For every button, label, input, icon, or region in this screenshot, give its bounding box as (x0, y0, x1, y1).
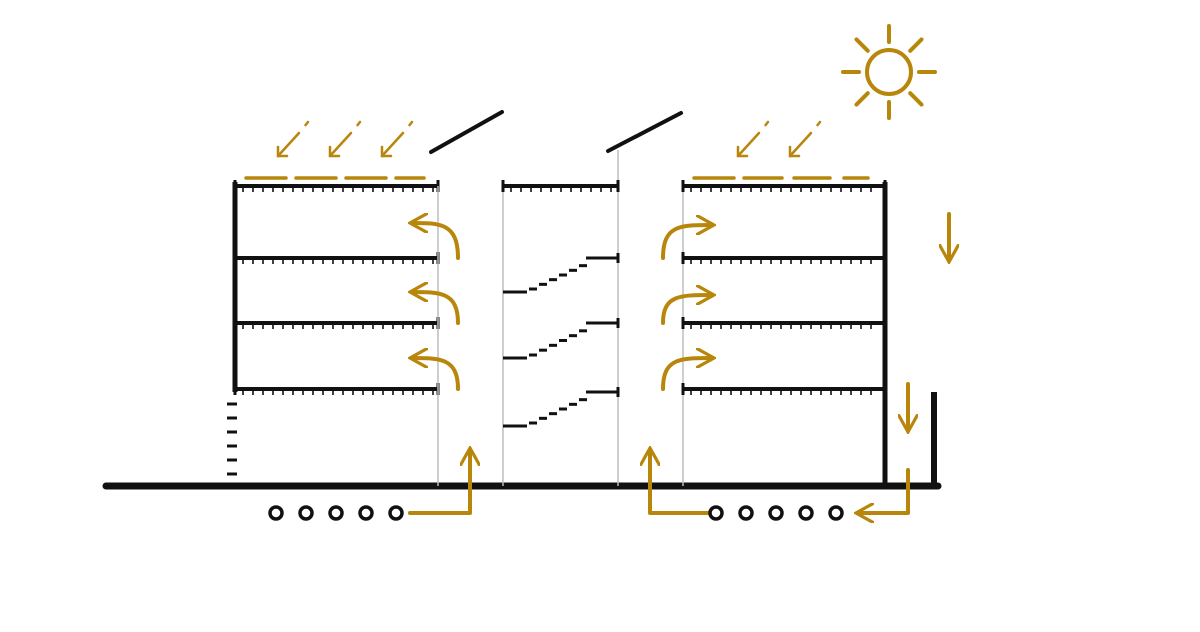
left-floor-air-arrow (412, 358, 460, 391)
left-building (227, 180, 440, 486)
right-building-floors (681, 180, 887, 395)
rain-drop-arrow (380, 120, 414, 158)
rain-streak (328, 131, 353, 158)
right-floor-air-arrow (661, 295, 712, 325)
atrium-top (501, 180, 620, 192)
pipe-circle (738, 505, 754, 521)
right-floor-air-arrow (661, 358, 712, 391)
pipe-circle (388, 505, 404, 521)
right-building (681, 180, 888, 486)
stair-icon (503, 253, 620, 428)
intake-air-arrow (408, 450, 470, 515)
louver-panel-icon (429, 110, 504, 154)
stair-flight (503, 387, 620, 428)
left-building-floors (233, 180, 440, 395)
right-floor-4 (681, 383, 887, 395)
sun-ray (908, 37, 924, 53)
rain-head (380, 145, 393, 158)
pipe-circle (358, 505, 374, 521)
rain-drop-arrow (736, 120, 770, 158)
rain-head (788, 145, 801, 158)
sun-ray (908, 91, 924, 107)
rain-head (328, 145, 341, 158)
pipe-circle (298, 505, 314, 521)
left-floor-4 (233, 383, 440, 395)
rain-drop-arrow (328, 120, 362, 158)
intake-air-arrow (650, 450, 710, 515)
intake-air-arrow (858, 468, 910, 513)
stair-flight (503, 318, 620, 360)
rain-dash (354, 120, 362, 129)
ground-pipe-icon (268, 505, 844, 521)
stair-flight (503, 253, 620, 294)
pipe-circle (268, 505, 284, 521)
rain-drop-arrow (788, 120, 822, 158)
left-floor-2 (233, 252, 440, 264)
rain-head (736, 145, 749, 158)
louver-panel-icon (606, 111, 683, 153)
right-floor-3 (681, 317, 887, 329)
pipe-circle (828, 505, 844, 521)
rain-streak (736, 131, 761, 158)
rain-dash (302, 120, 310, 129)
atrium (429, 110, 683, 486)
rain-dash (406, 120, 414, 129)
left-floor-1 (233, 180, 440, 192)
left-floor-3 (233, 317, 440, 329)
pipe-circle (798, 505, 814, 521)
sun-ray (854, 37, 870, 53)
rain-drop-arrow (276, 120, 310, 158)
atrium-top-slab (501, 180, 620, 192)
right-floor-2 (681, 252, 887, 264)
rain-head (276, 145, 289, 158)
pipe-circle (328, 505, 344, 521)
rain-streak (380, 131, 405, 158)
rain-icon (244, 120, 870, 180)
left-floor-air-arrow (412, 223, 460, 260)
sun-ray (854, 91, 870, 107)
ground-floor-dashed-column (227, 402, 237, 476)
air-flow-arrow-icon (408, 212, 949, 515)
rain-streak (276, 131, 301, 158)
right-floor-air-arrow (661, 225, 712, 260)
pipe-circle (708, 505, 724, 521)
left-floor-air-arrow (412, 292, 460, 325)
rain-dash (762, 120, 770, 129)
rain-dash (814, 120, 822, 129)
pipe-circle (768, 505, 784, 521)
right-floor-1 (681, 180, 887, 192)
rain-streak (788, 131, 813, 158)
sun-icon (841, 24, 937, 120)
